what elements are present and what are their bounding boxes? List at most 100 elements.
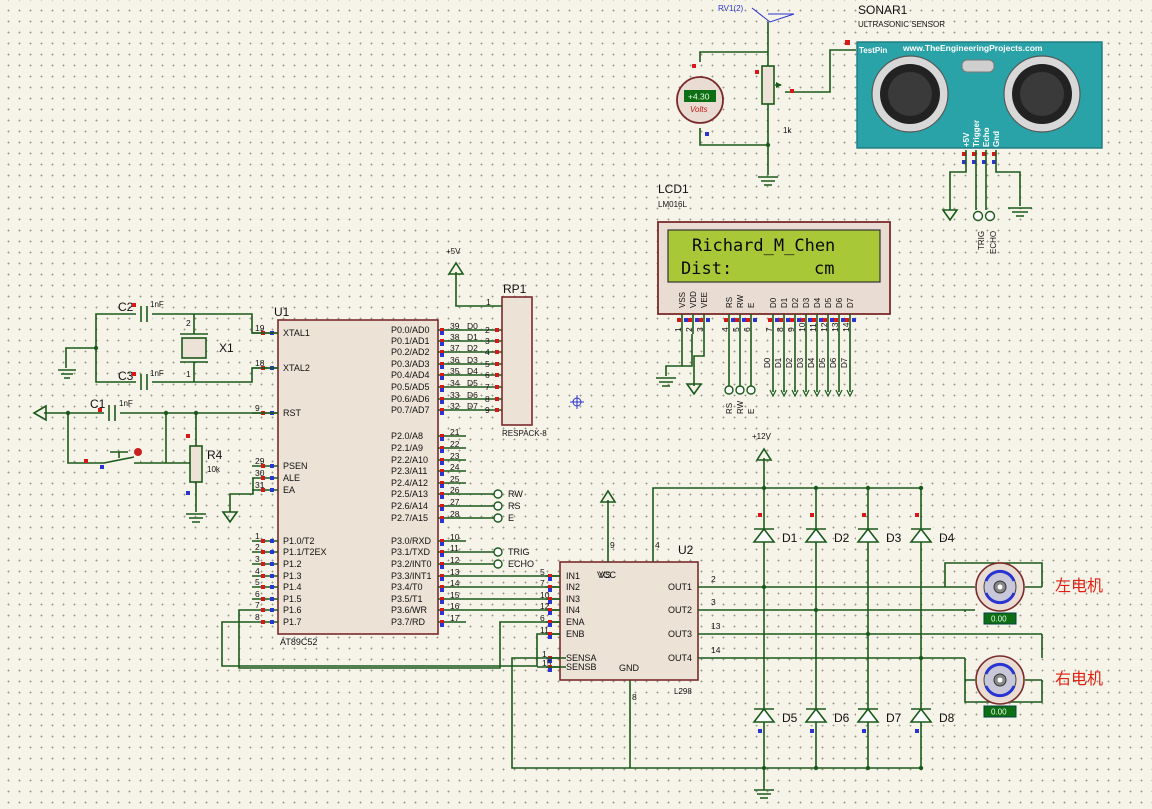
u1-pin-name: P1.6 bbox=[283, 605, 302, 615]
u2-ref: U2 bbox=[678, 543, 694, 557]
lcd-data-net: D3 bbox=[796, 357, 805, 368]
u2-pin-name: VS bbox=[599, 570, 611, 580]
net-terminal-label: RS bbox=[508, 501, 521, 511]
u1-pin-name: P0.3/AD3 bbox=[391, 359, 430, 369]
lcd-data-net: D1 bbox=[774, 357, 783, 368]
rp1-ref: RP1 bbox=[503, 282, 527, 296]
net-terminal-label: ECHO bbox=[508, 559, 534, 569]
u2-pin-name: SENSB bbox=[566, 662, 597, 672]
potentiometer-rv1[interactable]: RV1(2) 1k bbox=[718, 4, 856, 186]
rv1-value: 1k bbox=[783, 126, 792, 135]
lcd-data-net: D4 bbox=[807, 357, 816, 368]
resistor-r4[interactable]: R4 10k bbox=[186, 413, 223, 523]
osc-ground-wire bbox=[65, 347, 96, 368]
capacitor-c2[interactable]: C2 1nF bbox=[118, 300, 164, 322]
u1-pin-name: P0.7/AD7 bbox=[391, 405, 430, 415]
u2-pin-number: 9 bbox=[610, 540, 615, 550]
u1-pin-number: 39 bbox=[450, 321, 460, 331]
x1-pin1: 1 bbox=[186, 369, 191, 379]
lcd-data-net: D6 bbox=[829, 357, 838, 368]
rp1-supply-wire bbox=[455, 272, 502, 307]
resistor-pack-rp1[interactable]: RP1 RESPACK-8 1 +5V bbox=[446, 247, 547, 438]
lcd-pin-number: 11 bbox=[808, 323, 818, 332]
capacitor-c3[interactable]: C3 1nF bbox=[118, 369, 164, 390]
sonar-5v-wire bbox=[949, 150, 967, 210]
u1-pin-number: 27 bbox=[450, 497, 460, 507]
u1-pin-name: XTAL1 bbox=[283, 328, 310, 338]
u1-pin-number: 14 bbox=[450, 578, 460, 588]
u1-pin-name: PSEN bbox=[283, 461, 308, 471]
u1-pin-name: P2.4/A12 bbox=[391, 478, 428, 488]
u1-pin-number: 5 bbox=[255, 577, 260, 587]
lcd-pin-number: 13 bbox=[830, 322, 840, 332]
u1-pin-number: 29 bbox=[255, 456, 265, 466]
u2-part: L298 bbox=[674, 687, 692, 696]
u1-pin-number: 1 bbox=[255, 531, 260, 541]
lcd-vss-wire bbox=[665, 334, 683, 376]
lcd-pin-name: E bbox=[747, 303, 756, 308]
sonar-pin-name: Trigger bbox=[972, 120, 981, 147]
u2-pin-name: IN3 bbox=[566, 594, 580, 604]
reset-switch[interactable] bbox=[84, 448, 142, 469]
u1-pin-number: 15 bbox=[450, 590, 460, 600]
sonar-transducer-left bbox=[871, 55, 949, 133]
lcd-pin-name: VSS bbox=[678, 292, 687, 308]
u1-pin-name: P0.1/AD1 bbox=[391, 336, 430, 346]
u1-pin-name: P1.3 bbox=[283, 571, 302, 581]
ea-wire bbox=[229, 478, 254, 512]
lcd-pin-name: D0 bbox=[769, 297, 778, 308]
lcd-display[interactable]: LCD1 LM016L Richard_M_Chen Dist: cm VSS1… bbox=[656, 182, 891, 414]
u1-net-label: D4 bbox=[467, 366, 478, 376]
u1-pin-number: 19 bbox=[255, 323, 265, 333]
lcd-pin-name: D3 bbox=[802, 297, 811, 308]
rv1-ref: RV1(2) bbox=[718, 4, 744, 13]
u1-pin-number: 2 bbox=[255, 542, 260, 552]
lcd-line1: Richard_M_Chen bbox=[692, 236, 835, 256]
lcd-ctrl-terminal: E bbox=[747, 409, 756, 414]
lcd-screen bbox=[667, 229, 881, 283]
voltmeter[interactable]: +4.30 Volts bbox=[676, 51, 768, 146]
u2-pin-number: 1 bbox=[542, 649, 547, 659]
lcd-data-net: D5 bbox=[818, 357, 827, 368]
crystal-x1[interactable]: X1 2 1 bbox=[180, 314, 234, 382]
rp1-body[interactable] bbox=[501, 296, 533, 426]
lcd-ctrl-terminal: RS bbox=[725, 403, 734, 414]
diode-label: D5 bbox=[782, 711, 798, 725]
u1-pin-number: 35 bbox=[450, 366, 460, 376]
u1-pin-name: P3.4/T0 bbox=[391, 582, 423, 592]
u1-pin-name: P3.2/INT0 bbox=[391, 559, 432, 569]
capacitor-c1[interactable]: C1 1nF bbox=[90, 397, 133, 421]
u1-body[interactable] bbox=[277, 319, 439, 635]
lcd-pin-name: RW bbox=[736, 294, 745, 308]
u1-pin-name: P0.0/AD0 bbox=[391, 325, 430, 335]
u2-pin-number: 3 bbox=[711, 597, 716, 607]
lcd-pin-number: 6 bbox=[742, 327, 752, 332]
lcd-pin-name: D1 bbox=[780, 297, 789, 308]
u1-pin-number: 32 bbox=[450, 401, 460, 411]
u1-pin-name: P3.0/RXD bbox=[391, 536, 432, 546]
u1-pin-name: P3.1/TXD bbox=[391, 547, 431, 557]
sonar-echo-term: ECHO bbox=[989, 231, 998, 254]
motor-driver-u2[interactable]: U2 L298 IN15IN27IN310IN412ENA6ENB11SENSA… bbox=[511, 432, 921, 799]
lcd-pin-number: 2 bbox=[684, 327, 694, 332]
u1-ref: U1 bbox=[274, 305, 290, 319]
u1-pin-name: P2.3/A11 bbox=[391, 466, 427, 476]
lcd-pins: VSS1VDD2VEE3RS4RSRW5RWE6ED07D0D18D1D29D2… bbox=[673, 291, 856, 414]
lcd-pin-number: 5 bbox=[731, 327, 741, 332]
u2-pin-number: 13 bbox=[711, 621, 721, 631]
diode-label: D4 bbox=[939, 531, 955, 545]
lcd-data-net: D0 bbox=[763, 357, 772, 368]
u1-pin-number: 31 bbox=[255, 480, 265, 490]
sonar-part: ULTRASONIC SENSOR bbox=[858, 20, 945, 29]
u1-part: AT89C52 bbox=[280, 637, 317, 647]
diode-label: D3 bbox=[886, 531, 902, 545]
u2-body[interactable] bbox=[559, 561, 699, 681]
ultrasonic-sensor[interactable]: SONAR1 ULTRASONIC SENSOR www.TheEngineer… bbox=[856, 3, 1103, 254]
r4-value: 10k bbox=[207, 465, 221, 474]
u2-pin-number: 15 bbox=[542, 658, 552, 668]
